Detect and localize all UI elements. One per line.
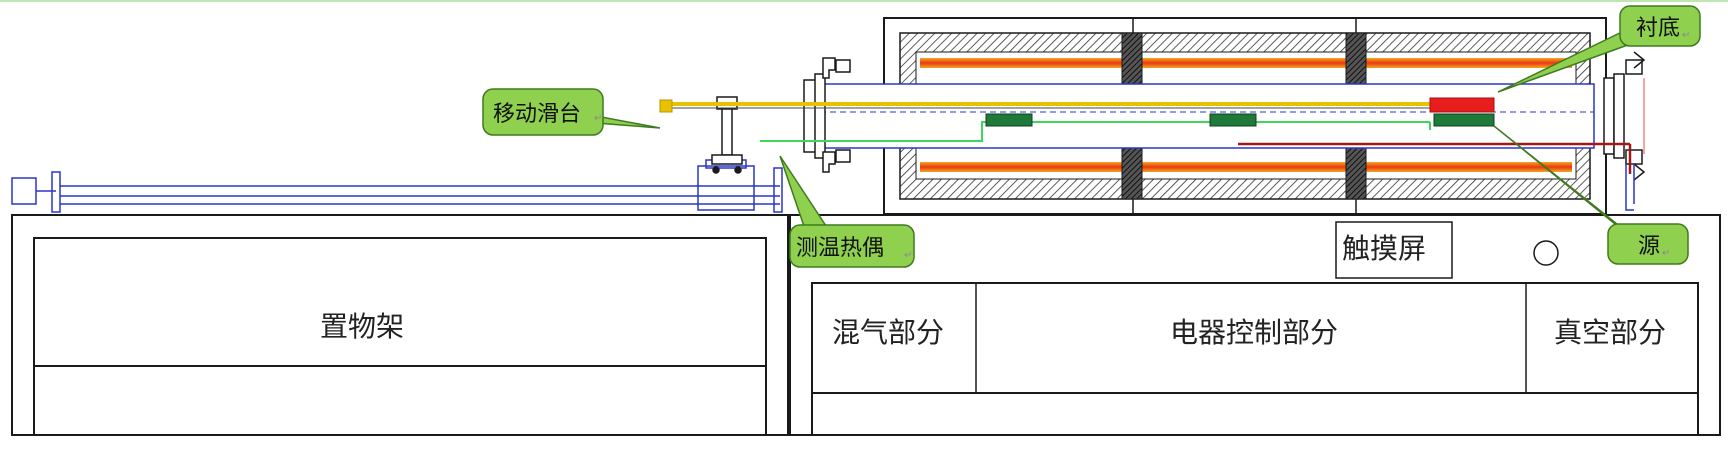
svg-text:↵: ↵ xyxy=(1682,30,1690,41)
shelf-panel xyxy=(33,237,767,367)
heater-bottom xyxy=(920,162,1572,172)
source-label: 源 xyxy=(1638,234,1660,259)
callout-source: 源 ↵ xyxy=(1493,125,1689,265)
control-cabinet: 混气部分 电器控制部分 真空部分 触摸屏 xyxy=(789,214,1721,436)
exhaust-pipe xyxy=(1625,164,1635,211)
power-knob xyxy=(1533,240,1559,266)
source-line xyxy=(1238,142,1632,174)
callout-thermocouple: 测温热偶 ↵ xyxy=(779,155,915,268)
svg-text:↵: ↵ xyxy=(904,250,912,261)
callout-substrate: 衬底 ↵ xyxy=(1497,5,1701,93)
svg-text:↵: ↵ xyxy=(1662,248,1670,259)
green-blocks xyxy=(985,113,1495,127)
electrical-control-label: 电器控制部分 xyxy=(1170,316,1338,349)
shelf-unit: 置物架 xyxy=(11,214,789,436)
furnace-assembly xyxy=(659,17,1646,215)
thermocouple-label: 测温热偶 xyxy=(796,236,884,261)
callout-sliding-stage: 移动滑台 ↵ xyxy=(482,88,661,136)
vacuum-label: 真空部分 xyxy=(1554,316,1666,349)
push-rod xyxy=(659,99,1430,113)
cabinet-frame xyxy=(789,214,1721,436)
slide-rail xyxy=(11,159,783,213)
thermocouple-probe xyxy=(760,121,1431,142)
substrate-label: 衬底 xyxy=(1636,16,1680,41)
shelf-frame xyxy=(11,214,789,436)
touchscreen-box xyxy=(1335,221,1453,279)
shelf-label: 置物架 xyxy=(320,310,404,343)
cabinet-panel xyxy=(811,282,1699,394)
gas-mixing-label: 混气部分 xyxy=(832,316,944,349)
touchscreen-label: 触摸屏 xyxy=(1342,232,1426,265)
substrate-block xyxy=(1429,97,1495,113)
heater-top xyxy=(920,58,1572,68)
sliding-stage-label: 移动滑台 xyxy=(493,102,581,127)
left-flange xyxy=(803,57,851,173)
svg-text:↵: ↵ xyxy=(594,113,602,124)
right-flange xyxy=(1603,51,1646,181)
